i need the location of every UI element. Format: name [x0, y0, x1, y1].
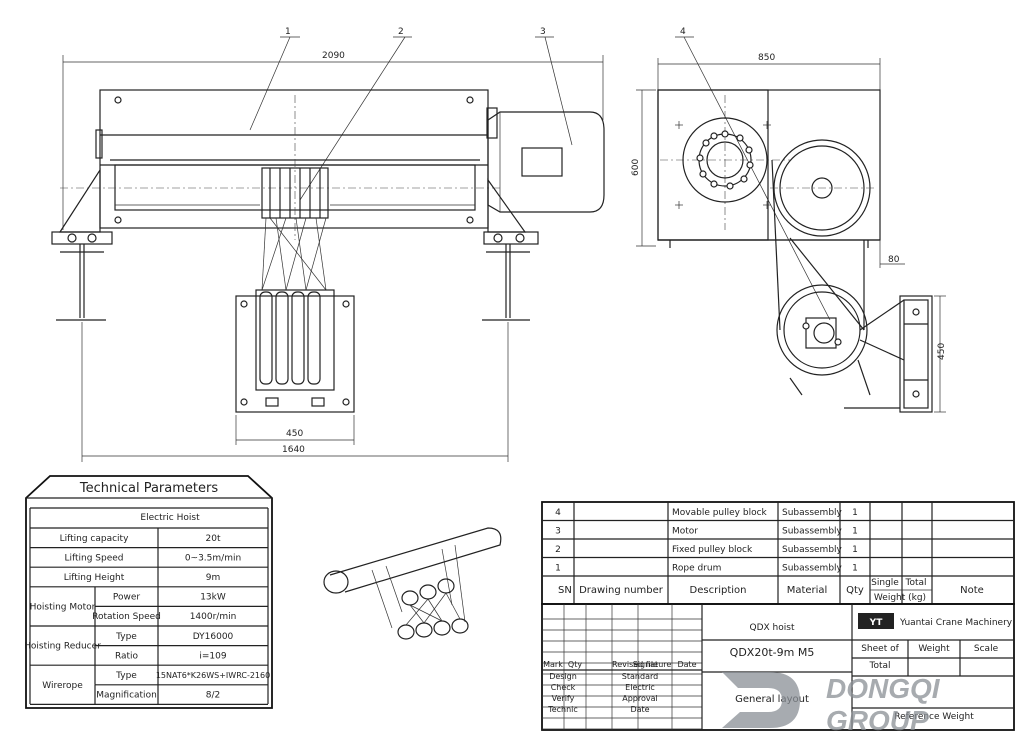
tech-param-label: Lifting capacity: [60, 534, 130, 544]
reeving-sketch: [323, 527, 502, 640]
dongqi-watermark: DONGQI GROUP: [722, 672, 941, 736]
callout-3: 3: [540, 27, 546, 37]
revision-header: Revised file: [612, 660, 658, 669]
dim-side-lower-height: 450: [937, 343, 947, 360]
bom-header-weight: Weight (kg): [874, 593, 926, 603]
sign-left-label: Check: [551, 683, 576, 692]
callout-4: 4: [680, 27, 686, 37]
bom-sn: 3: [555, 527, 561, 537]
sign-right-label: Date: [630, 705, 649, 714]
title-sheet-of: Sheet of: [861, 644, 899, 654]
title-total: Total: [868, 661, 890, 671]
bom-header-note: Note: [960, 585, 984, 596]
tech-param-value: 20t: [206, 534, 221, 544]
tech-params-header: Electric Hoist: [140, 513, 200, 523]
title-weight: Weight: [918, 644, 950, 654]
tech-param-value: 13kW: [200, 593, 226, 603]
dim-side-width: 850: [758, 53, 775, 63]
bom-sn: 4: [555, 508, 561, 518]
bom-qty: 1: [852, 508, 858, 518]
tech-param-sublabel: Type: [115, 632, 137, 642]
dim-pulley-width: 450: [286, 429, 303, 439]
title-footer: Reference Weight: [894, 712, 974, 722]
bom-material: Subassembly: [782, 508, 843, 518]
bom-description: Fixed pulley block: [672, 545, 753, 555]
bom-material: Subassembly: [782, 545, 843, 555]
dim-side-offset: 80: [888, 255, 900, 265]
revision-header: Qty: [568, 660, 582, 669]
bom-header-total: Total: [904, 578, 926, 588]
bom-description: Movable pulley block: [672, 508, 768, 518]
tech-param-label: Lifting Speed: [64, 553, 123, 563]
tech-param-label: Wirerope: [42, 681, 83, 691]
watermark-line2: GROUP: [826, 705, 929, 736]
callout-2: 2: [398, 27, 404, 37]
sign-right-label: Approval: [622, 694, 658, 703]
title-company: Yuantai Crane Machinery: [899, 618, 1013, 628]
title-product: QDX hoist: [750, 623, 795, 633]
sign-right-label: Electric: [625, 683, 655, 692]
svg-text:YT: YT: [869, 618, 884, 628]
tech-param-sublabel: Ratio: [115, 651, 139, 661]
company-logo: YT: [858, 613, 894, 629]
tech-param-value: 15NAT6*K26WS+IWRC-2160: [156, 671, 270, 680]
bom-header-single: Single: [871, 578, 899, 588]
bom-header-description: Description: [690, 585, 747, 596]
tech-param-value: 8/2: [206, 691, 220, 701]
tech-param-value: 9m: [206, 573, 221, 583]
bom-qty: 1: [852, 564, 858, 574]
title-drawing-name: General layout: [735, 694, 809, 705]
bom-material: Subassembly: [782, 564, 843, 574]
bom-header-material: Material: [787, 585, 828, 596]
revision-header: Signature: [633, 660, 672, 669]
bom-sn: 2: [555, 545, 561, 555]
watermark-line1: DONGQI: [826, 673, 941, 704]
bom-description: Rope drum: [672, 564, 721, 574]
bom-sn: 1: [555, 564, 561, 574]
dim-overall-length: 2090: [322, 51, 345, 61]
tech-param-label: Hoisting Motor: [30, 602, 96, 612]
sign-left-label: Verify: [552, 694, 575, 703]
bom-qty: 1: [852, 545, 858, 555]
revision-header: Mark: [543, 660, 563, 669]
title-scale: Scale: [974, 644, 999, 654]
title-model: QDX20t-9m M5: [730, 646, 815, 659]
tech-param-value: 0~3.5m/min: [185, 553, 241, 563]
tech-param-sublabel: Type: [115, 671, 137, 681]
bom-header-qty: Qty: [846, 585, 864, 596]
bom-header-sn: SN: [558, 585, 572, 596]
dim-bottom-length: 1640: [282, 445, 305, 455]
tech-param-label: Hoisting Reducer: [24, 642, 101, 652]
sign-left-label: Technic: [547, 705, 578, 714]
dim-side-height: 600: [631, 159, 641, 176]
tech-param-value: 1400r/min: [190, 612, 237, 622]
tech-param-value: i=109: [199, 651, 226, 661]
tech-param-sublabel: Rotation Speed: [92, 612, 161, 622]
bom-header-drawing: Drawing number: [579, 585, 664, 596]
bom-qty: 1: [852, 527, 858, 537]
title-block: QDX hoist QDX20t-9m M5 General layout YT…: [541, 603, 1015, 731]
revision-header: Date: [677, 660, 696, 669]
front-view: 2090 1 2 3: [51, 27, 605, 462]
tech-param-sublabel: Magnification: [96, 691, 157, 701]
callout-1: 1: [285, 27, 291, 37]
technical-parameters-table: Technical Parameters Electric Hoist Lift…: [24, 475, 273, 709]
sign-right-label: Standard: [622, 672, 658, 681]
dongqi-logo-icon: [722, 672, 800, 728]
tech-param-value: DY16000: [193, 632, 234, 642]
tech-params-title: Technical Parameters: [79, 481, 218, 496]
side-view: 4 850 600: [631, 27, 947, 413]
bom-description: Motor: [672, 527, 698, 537]
bom-material: Subassembly: [782, 527, 843, 537]
tech-param-sublabel: Power: [113, 593, 141, 603]
tech-param-label: Lifting Height: [64, 573, 125, 583]
sign-left-label: Design: [549, 672, 577, 681]
